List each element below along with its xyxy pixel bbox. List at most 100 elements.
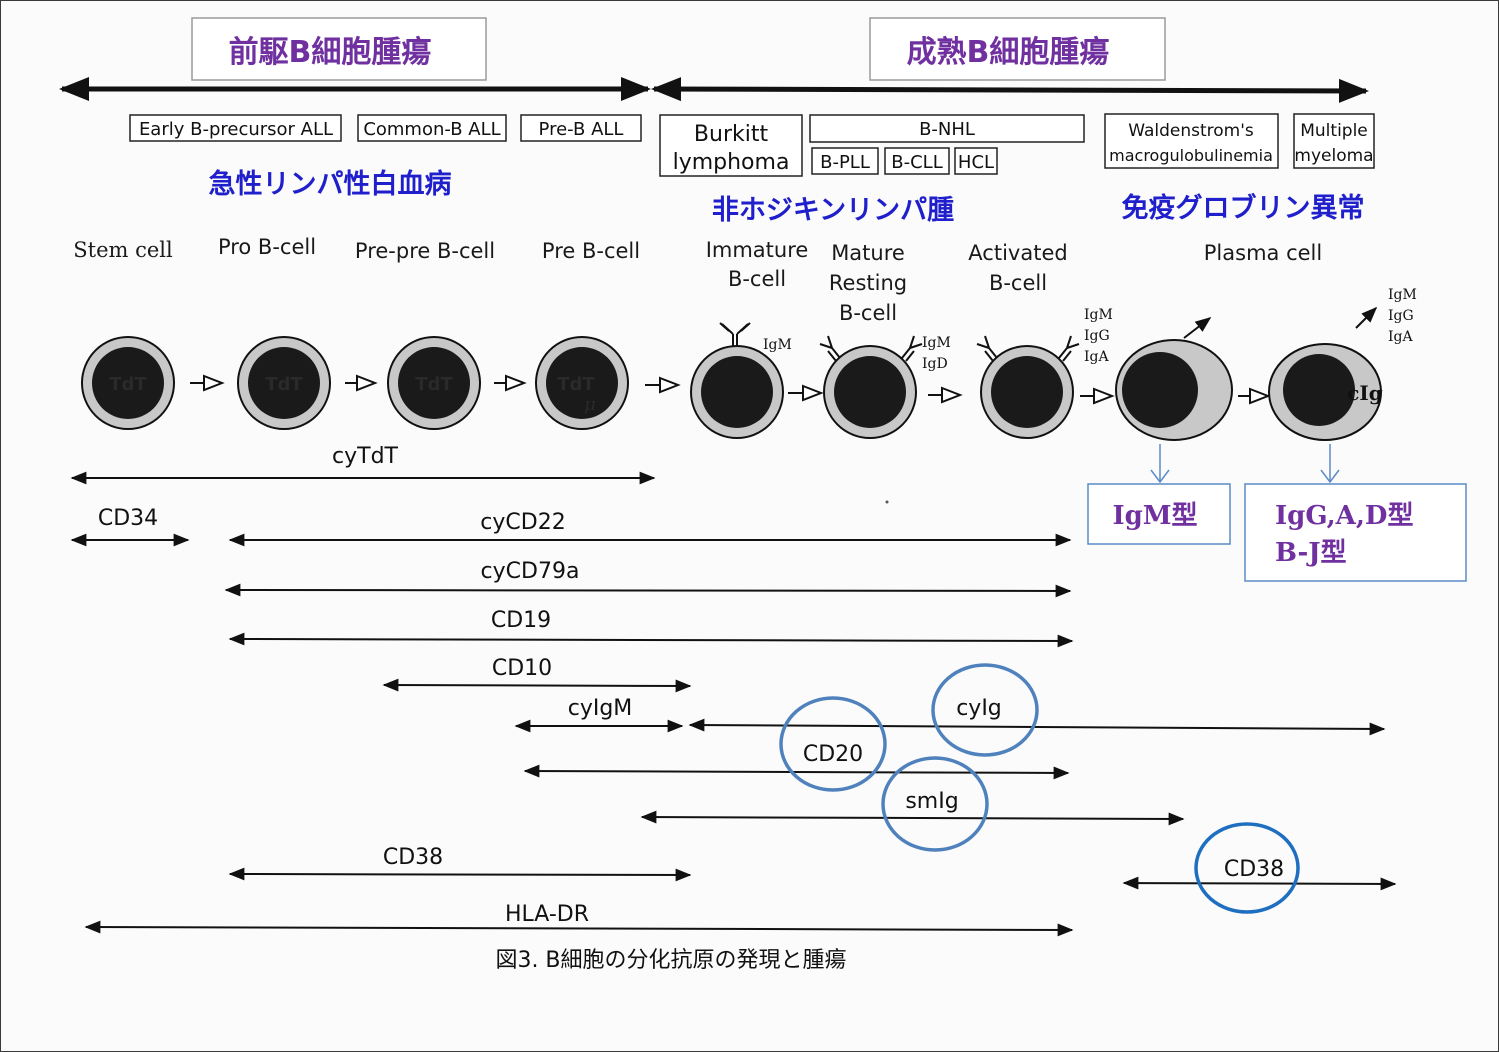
transition-arrow	[1080, 387, 1115, 405]
marker-cd19-label: CD19	[491, 608, 551, 633]
marker-cyig-line	[688, 718, 1386, 736]
category-immunoglobulin: 免疫グロブリン異常	[1122, 192, 1365, 224]
marker-cyigm-label: cyIgM	[568, 696, 633, 721]
cell-stem: TdT	[81, 336, 175, 430]
highlight-circle-cd20	[779, 696, 887, 792]
disease-bnhl: B-NHL	[919, 119, 975, 140]
stage-stem-cell: Stem cell	[73, 238, 173, 262]
down-arrow-icon	[1320, 444, 1340, 484]
cell-activated-igm: IgM	[1084, 307, 1113, 323]
stage-activated-line2: B-cell	[989, 271, 1047, 295]
marker-cytdt-label: cyTdT	[332, 444, 399, 469]
stage-immature-line2: B-cell	[728, 267, 786, 291]
cell-pre-b: TdT μ	[535, 336, 629, 430]
cell-pre-b-tdt: TdT	[557, 374, 595, 395]
cell-pre-pre-b: TdT	[387, 336, 481, 430]
transition-arrows	[190, 374, 1271, 405]
stage-plasma-cell: Plasma cell	[1204, 241, 1322, 265]
header-precursor: 前駆B細胞腫瘍	[191, 17, 487, 81]
disease-boxes	[129, 113, 1375, 177]
disease-waldenstrom-line1: Waldenstrom's	[1128, 121, 1254, 141]
cell-plasma-cig: cIg	[1347, 381, 1383, 405]
marker-cycd22-label: cyCD22	[480, 510, 565, 535]
marker-cyig-label: cyIg	[956, 696, 1002, 721]
transition-arrow	[190, 374, 225, 392]
disease-bcll: B-CLL	[891, 152, 942, 173]
cell-stem-tdt: TdT	[109, 374, 147, 395]
category-non-hodgkin: 非ホジキンリンパ腫	[712, 195, 954, 226]
disease-burkitt-line2: lymphoma	[673, 150, 790, 175]
cell-plasma-1	[1115, 317, 1233, 441]
marker-smig-label: smIg	[905, 789, 958, 814]
cell-pro-b: TdT	[237, 336, 331, 430]
marker-hladr-line	[84, 920, 1074, 937]
transition-arrow	[345, 374, 378, 392]
transition-arrow	[494, 374, 527, 392]
cell-pro-b-tdt: TdT	[265, 374, 303, 395]
transition-arrow	[788, 384, 824, 402]
marker-cd20-line	[523, 764, 1070, 780]
secretion-arrow	[1183, 317, 1212, 339]
transition-arrow	[645, 376, 681, 394]
mature-span-arrow	[651, 77, 1369, 103]
cell-plasma-igg: IgG	[1388, 308, 1414, 324]
highlight-circle-cd38	[1194, 822, 1300, 914]
stage-pre-b: Pre B-cell	[542, 239, 640, 263]
antibody-icon	[976, 335, 1080, 362]
marker-cd10-label: CD10	[492, 656, 552, 681]
result-igg-type-line1: IgG,A,D型	[1275, 501, 1413, 531]
disease-myeloma-line1: Multiple	[1300, 121, 1368, 141]
disease-hcl: HCL	[958, 152, 994, 173]
result-igm-type-label: IgM型	[1112, 501, 1197, 531]
cell-immature-b: IgM	[690, 322, 792, 439]
disease-common-b: Common-B ALL	[363, 119, 500, 140]
stage-mature-line2: Resting	[829, 271, 907, 295]
marker-cycd79a-line	[224, 583, 1072, 598]
stray-dot	[885, 500, 889, 504]
marker-cd19-line	[228, 632, 1074, 648]
stage-activated-line1: Activated	[968, 241, 1067, 265]
marker-cycd79a-label: cyCD79a	[481, 559, 580, 584]
transition-arrow	[928, 386, 963, 404]
header-precursor-label: 前駆B細胞腫瘍	[229, 35, 432, 70]
cell-pre-b-mu: μ	[584, 394, 596, 415]
marker-cd38-right-line	[1122, 876, 1397, 891]
stage-immature-line1: Immature	[706, 238, 809, 262]
stage-pro-b: Pro B-cell	[218, 235, 316, 259]
disease-bpll: B-PLL	[820, 152, 870, 173]
antibody-icon	[819, 335, 923, 362]
antibody-icon	[719, 322, 751, 346]
stage-mature-line3: B-cell	[839, 301, 897, 325]
disease-burkitt-line1: Burkitt	[694, 122, 769, 147]
stage-mature-line1: Mature	[831, 241, 905, 265]
cell-plasma-igm: IgM	[1388, 287, 1417, 303]
header-mature: 成熟B細胞腫瘍	[869, 17, 1166, 81]
transition-arrow	[1238, 387, 1271, 405]
marker-cd38-left-line	[228, 867, 692, 882]
disease-myeloma-line2: myeloma	[1294, 146, 1373, 166]
stage-pre-pre-b: Pre-pre B-cell	[355, 239, 495, 263]
disease-early-b: Early B-precursor ALL	[139, 119, 333, 140]
cell-mature-resting-b: IgM IgD	[819, 335, 951, 439]
highlight-circle-smig	[881, 756, 989, 852]
result-igm-type: IgM型	[1087, 483, 1231, 545]
marker-cd38-left-label: CD38	[383, 845, 443, 870]
result-igg-type: IgG,A,D型 B-J型	[1244, 483, 1467, 582]
marker-smig-line	[640, 810, 1185, 826]
cell-activated-igg: IgG	[1084, 328, 1110, 344]
marker-cd38-right-label: CD38	[1224, 857, 1284, 882]
secretion-arrow	[1355, 306, 1378, 329]
down-arrow-icon	[1150, 444, 1170, 484]
cell-plasma-2: cIg IgM IgG IgA	[1268, 287, 1417, 441]
category-acute-leukemia: 急性リンパ性白血病	[209, 168, 452, 200]
highlight-circle-cyig	[931, 663, 1039, 757]
result-down-arrows	[1150, 444, 1340, 484]
result-igg-type-line2: B-J型	[1275, 538, 1347, 568]
cell-mature-igd: IgD	[922, 356, 948, 372]
disease-waldenstrom-line2: macrogulobulinemia	[1109, 146, 1273, 165]
header-mature-label: 成熟B細胞腫瘍	[907, 35, 1110, 70]
marker-hladr-label: HLA-DR	[505, 902, 589, 927]
figure-caption: 図3. B細胞の分化抗原の発現と腫瘍	[495, 948, 846, 973]
cell-activated-iga: IgA	[1084, 349, 1109, 365]
